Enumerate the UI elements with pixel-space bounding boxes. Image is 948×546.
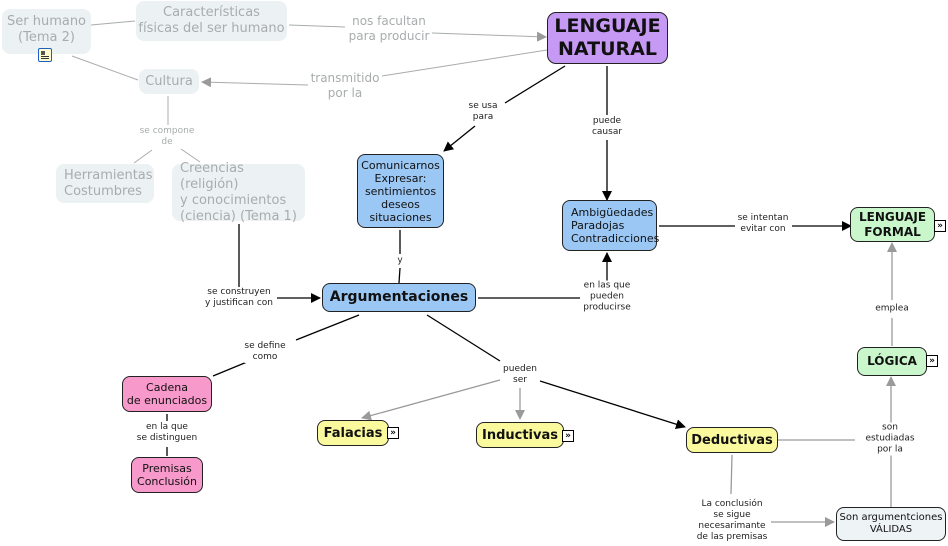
node-deductivas[interactable]: Deductivas	[686, 427, 778, 453]
link-argumentaciones-sedefine	[295, 314, 360, 341]
link-label-se-intentan: se intentan evitar con	[737, 213, 789, 235]
node-ambiguedades[interactable]: Ambigüedades Paradojas Contradicciones	[562, 200, 659, 251]
node-cultura[interactable]: Cultura	[139, 69, 199, 94]
node-argumentos-validos[interactable]: Son argumentciones VÁLIDAS	[836, 507, 946, 541]
link-seusa-comunicarnos	[443, 125, 476, 152]
link-label-emplea: emplea	[875, 303, 909, 315]
node-cadena-enunciados[interactable]: Cadena de enunciados	[122, 376, 212, 412]
node-comunicarnos[interactable]: Comunicarnos Expresar: sentimientos dese…	[357, 154, 444, 228]
link-serhumano-caracteristicas	[90, 20, 136, 26]
link-sedefine-cadena	[212, 361, 248, 377]
node-caracteristicas[interactable]: Características físicas del ser humano	[136, 1, 287, 41]
node-falacias[interactable]: Falacias	[317, 420, 389, 446]
node-lenguaje-formal[interactable]: LENGUAJE FORMAL	[850, 207, 935, 242]
node-inductivas[interactable]: Inductivas	[476, 422, 564, 448]
link-y-argumentaciones	[398, 267, 401, 284]
node-lenguaje-natural[interactable]: LENGUAJE NATURAL	[547, 12, 668, 64]
expand-submap-icon-inductivas[interactable]: »	[562, 430, 574, 442]
link-label-transmitido: transmitido por la	[310, 71, 380, 101]
link-label-en-las-que: en las que pueden producirse	[583, 280, 631, 314]
link-transmitido-cultura	[201, 77, 309, 88]
node-logica[interactable]: LÓGICA	[857, 347, 927, 376]
link-label-se-compone: se compone de	[139, 126, 195, 148]
link-label-nos-facultan: nos facultan para producir	[348, 14, 430, 44]
link-secompone-herramientas	[133, 149, 153, 164]
link-serhumano-cultura	[71, 55, 139, 81]
node-creencias[interactable]: Creencias (religión) y conocimientos (ci…	[172, 161, 305, 224]
link-secompone-creencias	[180, 148, 201, 163]
node-argumentaciones[interactable]: Argumentaciones	[322, 283, 476, 312]
expand-submap-icon-lenguaje-formal[interactable]: »	[934, 220, 946, 232]
link-lenguaje-transmitido	[381, 49, 548, 77]
link-label-puede-causar: puede causar	[591, 116, 623, 138]
link-label-en-la-que: en la que se distinguen	[136, 422, 198, 444]
link-label-pueden-ser: pueden ser	[503, 364, 537, 386]
expand-submap-icon-falacias[interactable]: »	[387, 427, 399, 439]
link-argumentaciones-puedenser	[426, 314, 501, 362]
link-label-se-construyen: se construyen y justifican con	[205, 287, 273, 309]
link-label-y: y	[397, 255, 403, 267]
link-label-se-define: se define como	[244, 341, 286, 363]
link-puedenser-deductivas	[539, 380, 686, 430]
link-label-son-estudiadas: son estudiadas por la	[861, 422, 919, 456]
link-nosfacultan-lenguaje	[431, 31, 547, 42]
link-label-se-usa: se usa para	[468, 101, 498, 123]
node-ser-humano[interactable]: Ser humano (Tema 2)	[2, 9, 91, 54]
link-deductivas-laconclusion	[730, 454, 733, 495]
link-caracteristicas-label	[288, 24, 346, 28]
document-resource-icon[interactable]	[38, 48, 52, 62]
node-herramientas[interactable]: Herramientas Costumbres	[56, 164, 154, 203]
link-lenguaje-seusa	[504, 65, 566, 104]
link-puedenser-falacias	[361, 379, 501, 421]
node-premisas-conclusion[interactable]: Premisas Conclusión	[131, 457, 203, 493]
link-label-la-conclusion: La conclusión se sigue necesarimante de …	[696, 499, 768, 543]
expand-submap-icon-logica[interactable]: »	[926, 355, 938, 367]
